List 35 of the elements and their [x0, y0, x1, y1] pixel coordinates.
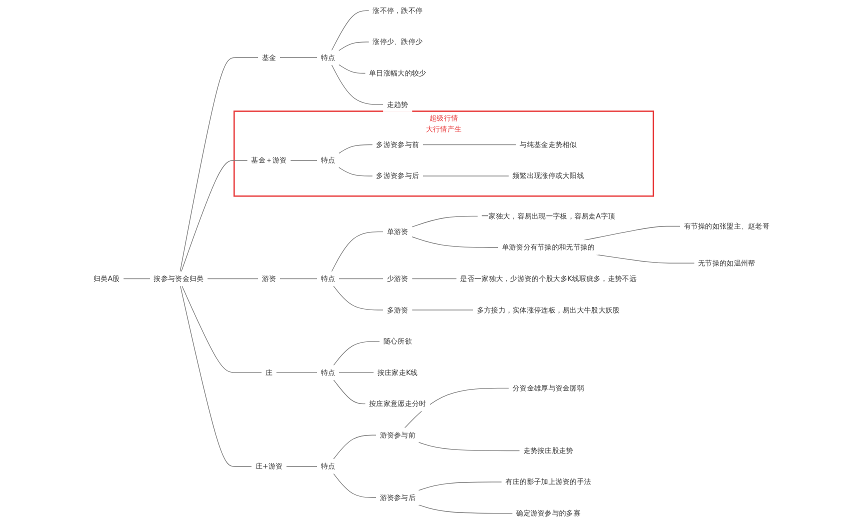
connector: [331, 232, 384, 272]
connector: [418, 504, 513, 514]
connector: [333, 379, 366, 404]
connector: [338, 372, 374, 373]
connector: [338, 64, 366, 74]
connector: [338, 42, 370, 51]
connector: [583, 226, 681, 241]
connector: [338, 144, 373, 154]
connector: [331, 10, 370, 51]
connector: [418, 482, 502, 491]
connector: [290, 160, 318, 161]
connector: [123, 278, 150, 280]
connector: [333, 286, 384, 310]
connector: [286, 466, 318, 467]
connector: [276, 372, 318, 373]
connector: [338, 166, 373, 176]
connector: [333, 340, 380, 366]
connector: [182, 286, 262, 373]
connector: [333, 473, 377, 498]
connector: [422, 144, 516, 146]
connector: [279, 57, 318, 58]
connector: [333, 434, 377, 460]
connector: [180, 286, 252, 467]
connector: [180, 160, 248, 272]
connector: [412, 278, 457, 280]
connector: [596, 254, 695, 264]
connector: [207, 278, 259, 280]
connector: [180, 57, 259, 272]
connector: [338, 278, 384, 280]
connector: [279, 278, 318, 280]
connector: [418, 442, 520, 452]
connector: [404, 388, 510, 428]
connector: [412, 236, 499, 248]
connector: [412, 216, 478, 228]
connector: [331, 64, 384, 105]
